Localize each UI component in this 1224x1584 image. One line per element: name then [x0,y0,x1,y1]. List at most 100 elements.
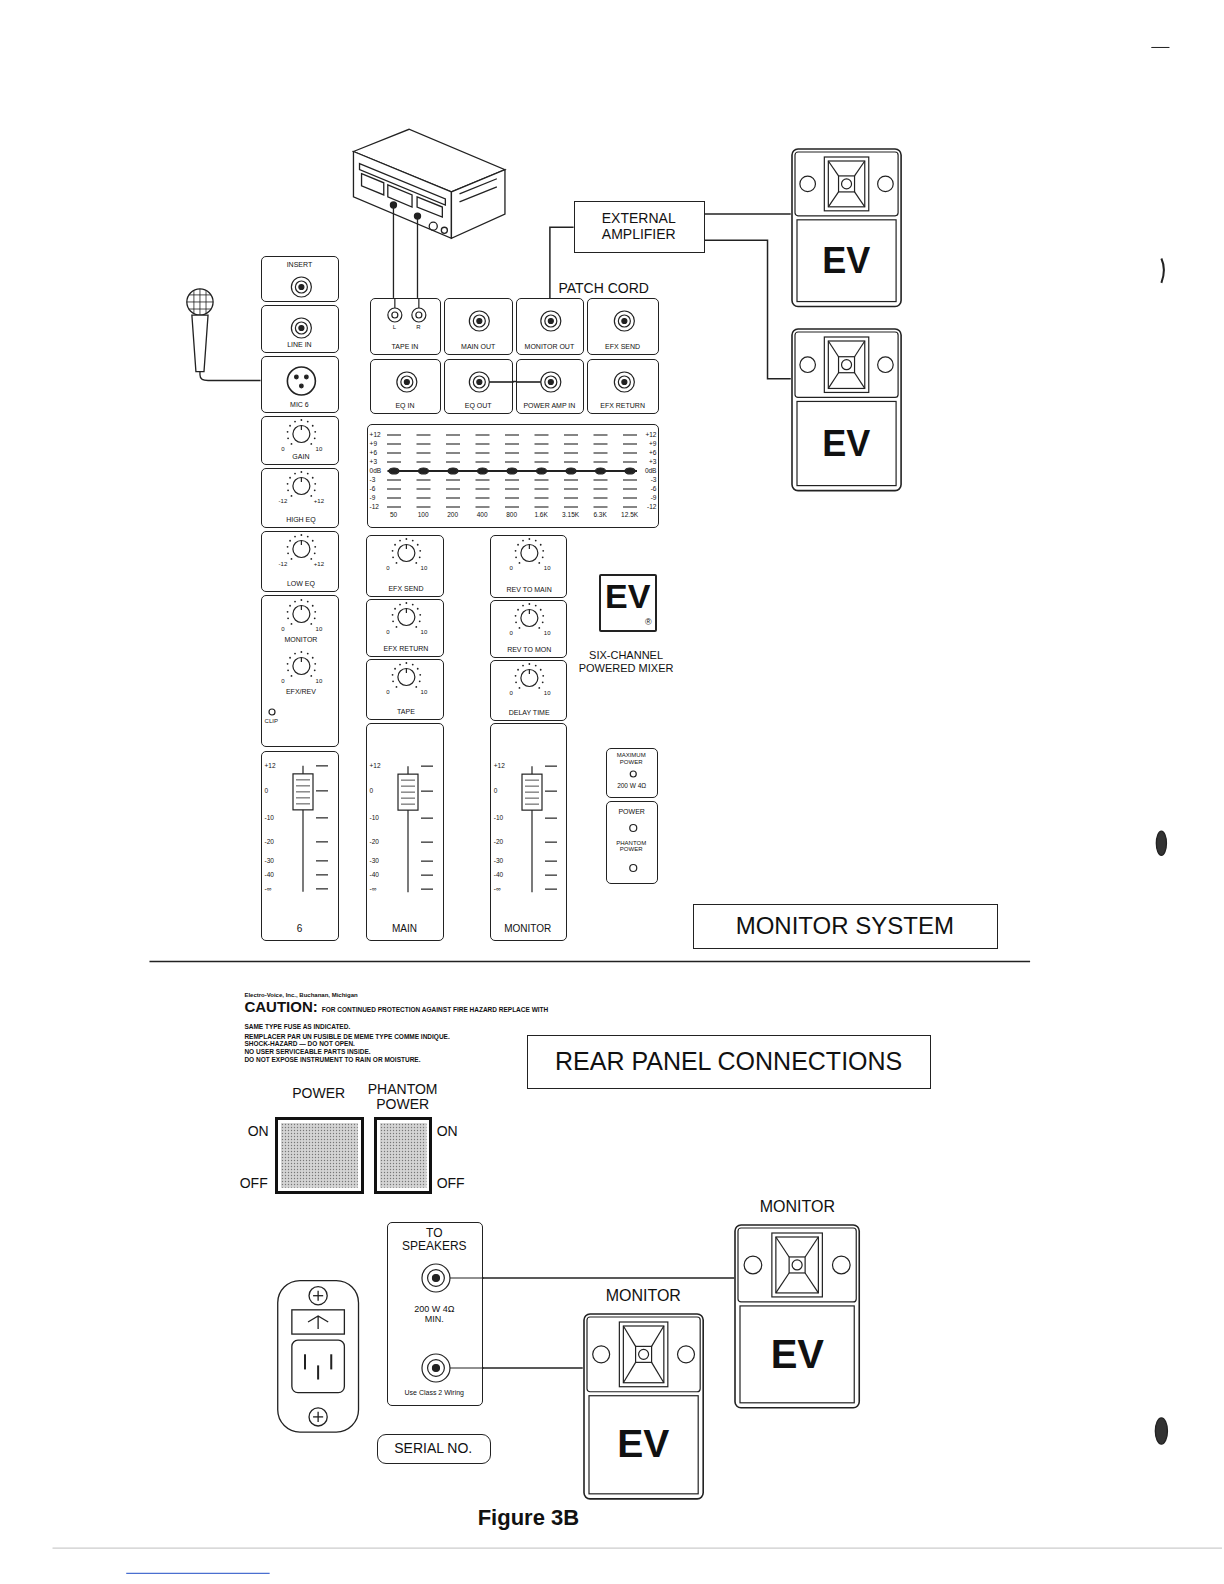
drawing-line [1151,47,1169,48]
jack-cell: EQ OUT [444,359,513,415]
drawing-circle [399,664,401,666]
drawing-line [475,489,489,490]
drawing-circle [287,489,289,491]
drawing-line [534,462,548,463]
drawing-line [393,208,394,298]
drawing-line [623,489,637,490]
drawing-rect [589,1396,698,1494]
scale-mark: -40 [370,871,394,878]
drawing-circle [314,482,316,484]
rating-label: 200 W 4Ω MIN. [411,1305,457,1325]
drawing-circle [187,289,213,315]
drawing-circle [416,608,418,610]
drawing-line [387,435,401,436]
frequency-label: 3.15K [555,511,587,518]
scale-mark: 0 [380,565,396,572]
switch-state: OFF [240,1176,268,1191]
drawing-circle [310,443,312,445]
drawing-svg [367,724,446,942]
drawing-line [776,1273,789,1293]
drawing-circle [392,620,394,622]
patch-cable [705,213,791,215]
drawing-rect [838,357,854,373]
drawing-circle [528,603,530,605]
jack-label: INSERT [262,261,338,269]
scale-mark: +12 [370,762,394,769]
drawing-line [387,498,401,499]
drawing-rect [398,774,418,810]
drawing-rect [795,332,898,397]
drawing-circle [314,611,316,613]
registered-mark: ® [643,618,653,628]
drawing-circle [289,425,291,427]
drawing-line [421,889,433,890]
control-label: HIGH EQ [262,516,341,524]
drawing-svg [791,148,902,308]
drawing-circle [618,376,630,388]
patch-cable [483,1277,734,1279]
knob-cell: -12+12HIGH EQ [261,468,340,529]
drawing-circle [292,477,309,494]
frequency-label: 400 [466,511,498,518]
control-label: LOW EQ [262,580,341,588]
drawing-rect [797,402,896,486]
drawing-line [421,818,433,819]
scale-mark: -30 [265,857,289,864]
drawing-polygon [353,151,451,238]
scale-mark: -40 [265,871,289,878]
scale-mark: +12 [494,762,518,769]
control-label: REV TO MAIN [491,586,568,594]
drawing-line [387,453,401,454]
drawing-line [421,791,433,792]
drawing-circle [299,385,303,389]
drawing-svg [262,752,341,942]
drawing-ellipse [477,468,487,474]
drawing-line [564,462,578,463]
drawing-line [300,541,301,546]
caution-heading: CAUTION: [244,998,317,1015]
drawing-line [450,1367,484,1368]
drawing-line [545,875,557,876]
drawing-circle [286,611,288,613]
drawing-line [421,766,433,767]
drawing-rect [789,1257,805,1273]
drawing-circle [518,627,520,629]
drawing-circle [391,674,393,676]
jack-cell: POWER AMP IN [516,359,584,415]
scale-mark: 0 [275,446,291,453]
drawing-rect [792,149,901,307]
drawing-line [505,435,519,436]
jack-label: EQ IN [371,402,440,410]
scale-mark: +12 [265,762,289,769]
drawing-circle [310,558,312,560]
fader-strip: +120-10-20-30-40-∞MONITOR [490,723,567,941]
db-mark: +12 [639,431,656,438]
drawing-circle [287,617,289,619]
scale-mark: -∞ [370,885,394,892]
drawing-polygon [417,197,442,217]
graphic-equalizer: +12+12+9+9+6+6+3+30dB0dB-3-3-6-6-9-9-12-… [367,424,660,528]
drawing-circle [287,438,289,440]
drawing-polygon [451,170,505,239]
drawing-line [401,798,415,799]
drawing-line [854,161,864,176]
caution-line: CAUTION:FOR CONTINUED PROTECTION AGAINST… [244,999,554,1033]
scale-mark: 0 [380,689,396,696]
frequency-label: 200 [437,511,469,518]
scale-mark: 0 [503,630,519,637]
drawing-circle [287,553,289,555]
drawing-line [387,507,401,508]
scale-mark: 10 [539,690,555,697]
drawing-line [317,1365,319,1379]
drawing-rect [623,1326,663,1383]
jack-label: MONITOR OUT [517,343,582,351]
jack-label: EFX SEND [588,343,658,351]
drawing-circle [294,652,296,654]
drawing-line [525,798,539,799]
drawing-circle [528,538,530,540]
drawing-circle [395,626,397,628]
drawing-line [416,453,430,454]
db-mark: +6 [370,449,388,456]
box-title: MONITOR SYSTEM [698,905,992,947]
